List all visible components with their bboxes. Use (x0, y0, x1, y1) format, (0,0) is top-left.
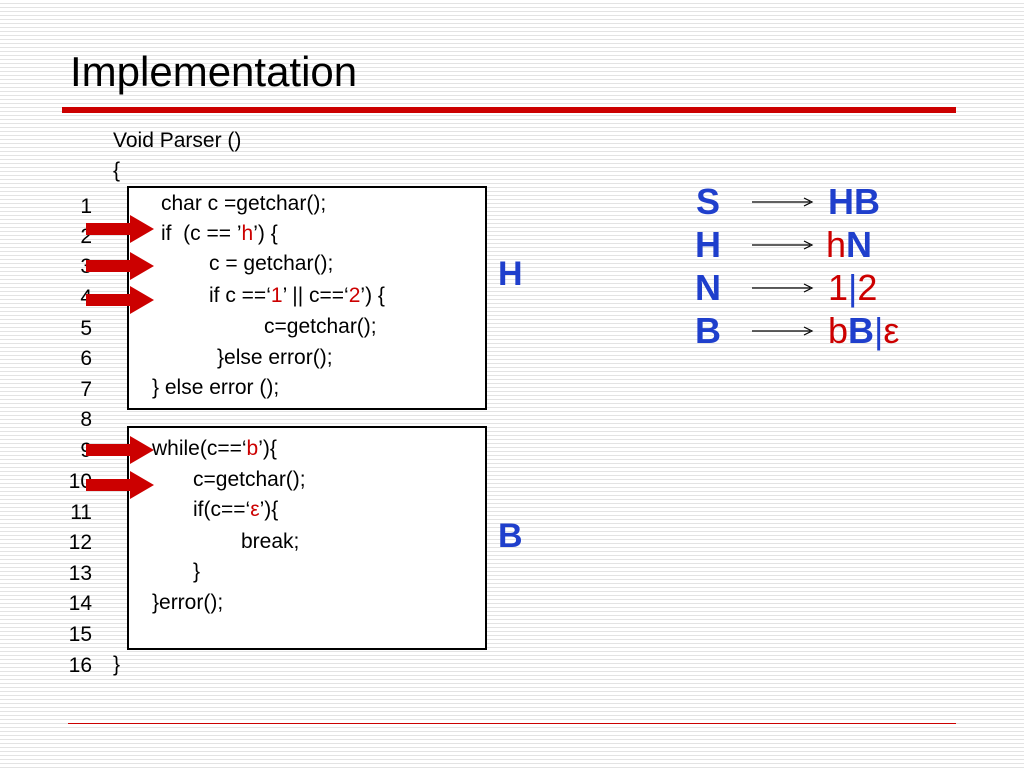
code-text: if (c == ’ (161, 222, 242, 245)
grammar-lhs: S (695, 181, 720, 222)
terminal-char: b (246, 437, 259, 460)
code-line-14: }error(); (152, 591, 224, 614)
line-number: 16 (68, 654, 92, 677)
code-line-9: while(c==‘b’){ (152, 434, 277, 464)
code-text: while(c==‘ (152, 437, 247, 460)
line-number: 15 (68, 623, 92, 646)
grammar-symbol: h (826, 224, 847, 265)
code-line-12: break; (241, 530, 300, 553)
arrow-right-icon (752, 326, 814, 336)
line-number: 7 (80, 378, 92, 401)
code-block-h (127, 186, 487, 410)
code-text: if(c==‘ (193, 498, 251, 521)
arrow-right-icon (86, 436, 154, 464)
code-line-1: char c =getchar(); (161, 192, 327, 215)
grammar-symbol: | (874, 310, 884, 351)
grammar-symbol: 1 (828, 267, 849, 308)
grammar-rhs: 1|2 (828, 268, 877, 308)
terminal-char: 2 (348, 284, 361, 307)
grammar-lhs: B (695, 310, 721, 351)
line-number: 8 (80, 408, 92, 431)
code-line-4: if c ==‘1’ || c==‘2’) { (209, 281, 385, 311)
grammar-symbol: B (848, 310, 875, 351)
arrow-right-icon (86, 471, 154, 499)
grammar-lhs: H (695, 224, 721, 265)
grammar-symbol: ε (883, 310, 900, 351)
footer-divider (68, 723, 956, 724)
line-number: 12 (68, 531, 92, 554)
line-number: 5 (80, 317, 92, 340)
line-number: 11 (70, 501, 92, 524)
grammar-lhs: N (695, 267, 721, 308)
code-line-7: } else error (); (152, 376, 280, 399)
code-text: ’){ (259, 498, 279, 521)
code-text: ’ || c==‘ (282, 284, 349, 307)
arrow-right-icon (752, 283, 814, 293)
arrow-right-icon (86, 286, 154, 314)
function-signature: Void Parser () (113, 129, 242, 152)
code-line-11: if(c==‘ε’){ (193, 495, 278, 525)
close-brace: } (113, 653, 121, 676)
line-number: 6 (80, 347, 92, 370)
block-label-b: B (498, 517, 523, 555)
code-line-13: } (193, 560, 201, 583)
arrow-right-icon (752, 240, 814, 250)
terminal-char: h (241, 222, 254, 245)
arrow-right-icon (86, 215, 154, 243)
code-text: ’){ (258, 437, 277, 460)
code-line-10: c=getchar(); (193, 468, 306, 491)
open-brace: { (113, 159, 121, 182)
grammar-symbol: | (848, 267, 858, 308)
block-label-h: H (498, 255, 523, 293)
line-number: 1 (80, 195, 92, 218)
slide-title: Implementation (70, 48, 358, 95)
arrow-right-icon (86, 252, 154, 280)
code-line-2: if (c == ’h’) { (161, 219, 278, 249)
grammar-symbol: N (846, 224, 873, 265)
arrow-right-icon (752, 197, 814, 207)
line-number: 2 (80, 225, 92, 248)
grammar-rhs: bB|ε (828, 311, 899, 351)
code-block-b (127, 426, 487, 650)
grammar-symbol: HB (828, 181, 880, 222)
grammar-symbol: 2 (857, 267, 878, 308)
code-text: if c ==‘ (209, 284, 271, 307)
code-line-5: c=getchar(); (264, 315, 377, 338)
grammar-symbol: b (828, 310, 849, 351)
grammar-rhs: HB (828, 182, 880, 222)
line-number: 14 (68, 592, 92, 615)
terminal-char: ε (250, 498, 260, 521)
code-line-3: c = getchar(); (209, 252, 334, 275)
code-line-6: }else error(); (217, 346, 333, 369)
terminal-char: 1 (270, 284, 283, 307)
code-text: ’) { (253, 222, 278, 245)
title-divider (62, 107, 956, 113)
line-number: 13 (68, 562, 92, 585)
grammar-rhs: hN (826, 225, 872, 265)
code-text: ’) { (360, 284, 385, 307)
